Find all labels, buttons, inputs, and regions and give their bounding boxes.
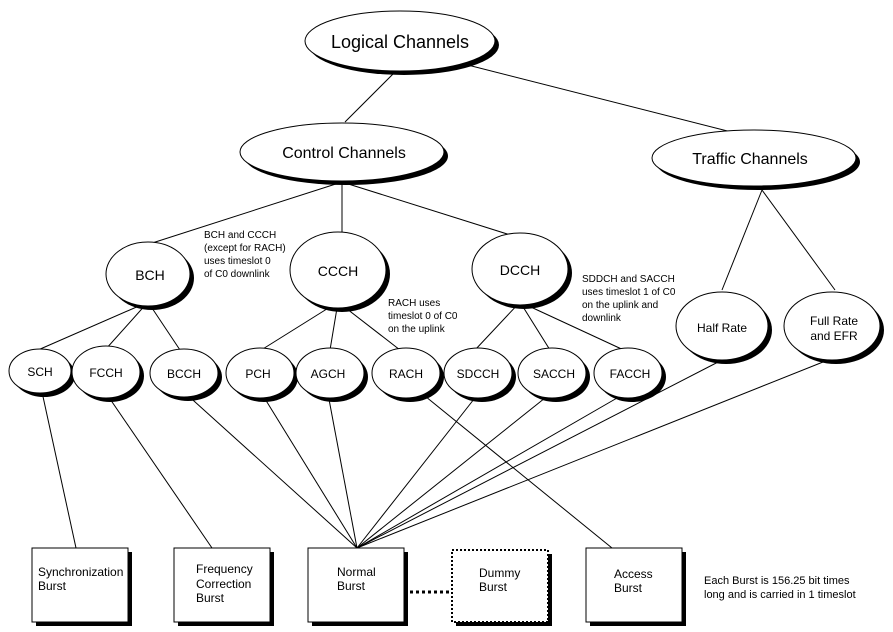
line-rach-access xyxy=(419,391,613,549)
line-bch-bcch xyxy=(147,301,181,351)
line-logical-control xyxy=(344,66,401,123)
line-fcch-freq xyxy=(107,395,213,549)
sync-burst-line2: Burst xyxy=(38,579,67,593)
burst-dummy: Dummy Burst xyxy=(451,549,552,626)
bcch-label: BCCH xyxy=(167,367,201,381)
freq-burst-line2: Correction xyxy=(196,577,251,591)
node-control-channels: Control Channels xyxy=(239,122,448,185)
note-sddch-line3: on the uplink and xyxy=(582,300,658,311)
note-sddch-line1: SDDCH and SACCH xyxy=(582,274,675,285)
node-full-rate: Full Rate and EFR xyxy=(783,291,884,364)
burst-access: Access Burst xyxy=(585,547,686,626)
note-bch-ccch-line2: (except for RACH) xyxy=(204,243,286,254)
traffic-channels-label: Traffic Channels xyxy=(692,151,808,168)
freq-burst-line3: Burst xyxy=(196,591,225,605)
sch-label: SCH xyxy=(27,365,52,379)
line-bch-sch xyxy=(37,301,149,351)
line-traffic-fullrate xyxy=(761,189,836,291)
line-traffic-halfrate xyxy=(721,189,763,291)
bch-label: BCH xyxy=(135,267,165,283)
note-bch-ccch-line4: of C0 downlink xyxy=(204,269,271,280)
sdcch-label: SDCCH xyxy=(457,367,500,381)
line-dcch-sacch xyxy=(519,301,551,351)
full-rate-label-line2: and EFR xyxy=(810,329,858,343)
node-pch: PCH xyxy=(225,347,298,402)
line-agch-normal xyxy=(327,393,358,549)
burst-normal: Normal Burst xyxy=(307,547,408,626)
dummy-burst-line2: Burst xyxy=(479,580,508,594)
node-sdcch: SDCCH xyxy=(443,347,516,402)
node-traffic-channels: Traffic Channels xyxy=(651,129,860,190)
access-burst-line2: Burst xyxy=(614,581,643,595)
node-bch: BCH xyxy=(105,241,194,310)
line-bch-fcch xyxy=(104,301,149,351)
note-burst-info-line1: Each Burst is 156.25 bit times xyxy=(704,575,850,587)
line-sdcch-normal xyxy=(356,393,479,549)
burst-frequency-correction: Frequency Correction Burst xyxy=(173,547,274,626)
line-sch-sync xyxy=(41,391,77,549)
note-sddch-line2: uses timeslot 1 of C0 xyxy=(582,287,676,298)
note-bch-ccch: BCH and CCCH (except for RACH) uses time… xyxy=(204,230,286,280)
note-bch-ccch-line3: uses timeslot 0 xyxy=(204,256,271,267)
node-logical-channels: Logical Channels xyxy=(304,10,499,75)
node-half-rate: Half Rate xyxy=(675,291,772,364)
node-rach: RACH xyxy=(371,347,444,402)
normal-burst-line2: Burst xyxy=(337,579,366,593)
line-dcch-sdcch xyxy=(474,301,521,351)
line-dcch-facch xyxy=(519,301,629,353)
dummy-burst-line1: Dummy xyxy=(479,566,520,580)
line-facch-normal xyxy=(356,393,625,549)
note-burst-info-line2: long and is carried in 1 timeslot xyxy=(704,589,856,601)
sacch-label: SACCH xyxy=(533,367,575,381)
pch-label: PCH xyxy=(245,367,270,381)
node-sch: SCH xyxy=(8,348,75,397)
logical-channels-label: Logical Channels xyxy=(331,32,469,52)
note-rach: RACH uses timeslot 0 of C0 on the uplink xyxy=(388,298,458,335)
agch-label: AGCH xyxy=(311,367,346,381)
node-sacch: SACCH xyxy=(517,347,590,402)
line-control-bch xyxy=(145,181,343,246)
node-ccch: CCCH xyxy=(289,231,390,312)
line-bcch-normal xyxy=(183,391,358,549)
note-sddch: SDDCH and SACCH uses timeslot 1 of C0 on… xyxy=(582,274,676,324)
note-rach-line2: timeslot 0 of C0 xyxy=(388,311,458,322)
note-rach-line1: RACH uses xyxy=(388,298,440,309)
node-bcch: BCCH xyxy=(149,348,222,401)
full-rate-label-line1: Full Rate xyxy=(810,314,858,328)
node-facch: FACCH xyxy=(593,347,666,402)
dcch-label: DCCH xyxy=(500,262,540,278)
node-dcch: DCCH xyxy=(471,232,572,309)
ccch-label: CCCH xyxy=(318,263,358,279)
node-agch: AGCH xyxy=(295,347,368,402)
note-burst-info: Each Burst is 156.25 bit times long and … xyxy=(704,575,856,601)
line-ccch-pch xyxy=(257,301,339,353)
access-burst-line1: Access xyxy=(614,567,653,581)
note-bch-ccch-line1: BCH and CCCH xyxy=(204,230,276,241)
node-fcch: FCCH xyxy=(71,345,144,402)
note-rach-line3: on the uplink xyxy=(388,324,446,335)
control-channels-label: Control Channels xyxy=(282,145,406,162)
line-sacch-normal xyxy=(356,393,551,549)
line-control-dcch xyxy=(341,181,521,239)
freq-burst-line1: Frequency xyxy=(196,562,253,576)
burst-synchronization: Synchronization Burst xyxy=(31,547,132,626)
line-pch-normal xyxy=(261,393,358,549)
line-halfrate-normal xyxy=(356,359,723,549)
normal-burst-line1: Normal xyxy=(337,565,376,579)
sync-burst-line1: Synchronization xyxy=(38,565,123,579)
facch-label: FACCH xyxy=(610,367,651,381)
note-sddch-line4: downlink xyxy=(582,313,622,324)
rach-label: RACH xyxy=(389,367,423,381)
half-rate-label: Half Rate xyxy=(697,321,747,335)
line-logical-traffic xyxy=(447,59,756,139)
fcch-label: FCCH xyxy=(89,366,122,380)
line-fullrate-normal xyxy=(356,359,829,549)
